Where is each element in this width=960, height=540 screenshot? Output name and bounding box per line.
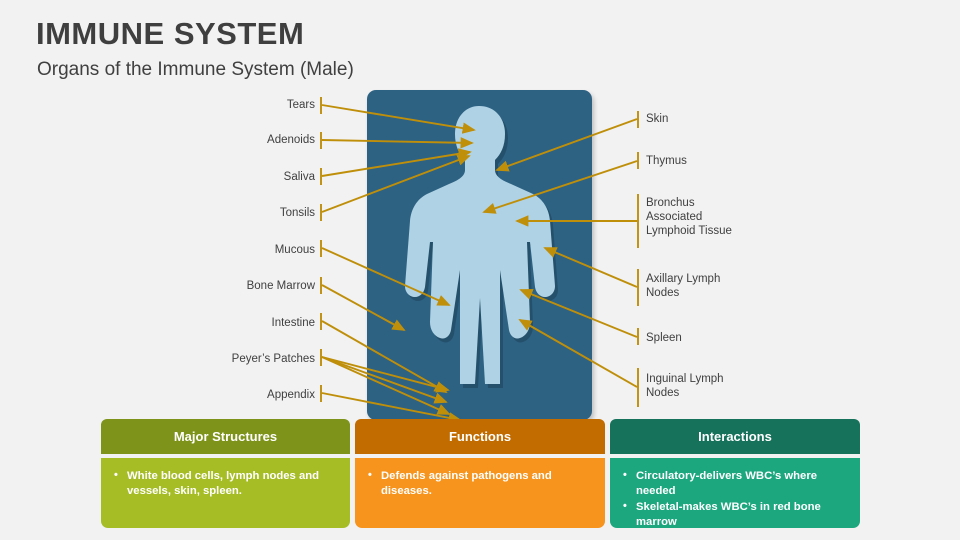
label-peyers-patches: Peyer’s Patches xyxy=(231,353,315,365)
label-appendix: Appendix xyxy=(267,389,315,401)
label-bone-marrow: Bone Marrow xyxy=(246,280,315,292)
male-body-silhouette-icon xyxy=(405,106,558,388)
label-tears: Tears xyxy=(286,99,315,111)
label-bronchus-associated-lymphoid-tissue: Bronchus Associated Lymphoid Tissue xyxy=(646,197,732,238)
table-column-functions: Functions Defends against pathogens and … xyxy=(355,419,605,532)
label-thymus: Thymus xyxy=(646,155,687,167)
list-item: White blood cells, lymph nodes and vesse… xyxy=(114,468,340,498)
connector-lines xyxy=(320,97,639,420)
table-column-major-structures: Major Structures White blood cells, lymp… xyxy=(101,419,350,532)
label-mucous: Mucous xyxy=(274,244,315,256)
label-axillary-lymph-nodes: Axillary Lymph Nodes xyxy=(646,273,721,300)
label-skin: Skin xyxy=(646,113,669,125)
immune-system-diagram: Tears Adenoids Saliva Tonsils Mucous Bon… xyxy=(0,80,960,420)
page-subtitle: Organs of the Immune System (Male) xyxy=(37,59,354,80)
list-item: Defends against pathogens and diseases. xyxy=(368,468,595,498)
label-intestine: Intestine xyxy=(271,317,315,329)
summary-table: Major Structures White blood cells, lymp… xyxy=(101,419,860,532)
column-header-major-structures: Major Structures xyxy=(101,419,350,454)
label-adenoids: Adenoids xyxy=(267,134,315,146)
column-header-functions: Functions xyxy=(355,419,605,454)
label-saliva: Saliva xyxy=(283,171,315,183)
list-item: Circulatory-delivers WBC’s where needed xyxy=(623,468,850,498)
column-header-interactions: Interactions xyxy=(610,419,860,454)
column-body-interactions: Circulatory-delivers WBC’s where needed … xyxy=(610,458,860,528)
label-spleen: Spleen xyxy=(646,332,682,344)
page-title: IMMUNE SYSTEM xyxy=(36,16,305,51)
column-body-functions: Defends against pathogens and diseases. xyxy=(355,458,605,528)
list-item: Skeletal-makes WBC’s in red bone marrow xyxy=(623,499,850,529)
label-tonsils: Tonsils xyxy=(279,207,315,219)
label-inguinal-lymph-nodes: Inguinal Lymph Nodes xyxy=(646,373,724,400)
table-column-interactions: Interactions Circulatory-delivers WBC’s … xyxy=(610,419,860,532)
column-body-major-structures: White blood cells, lymph nodes and vesse… xyxy=(101,458,350,528)
